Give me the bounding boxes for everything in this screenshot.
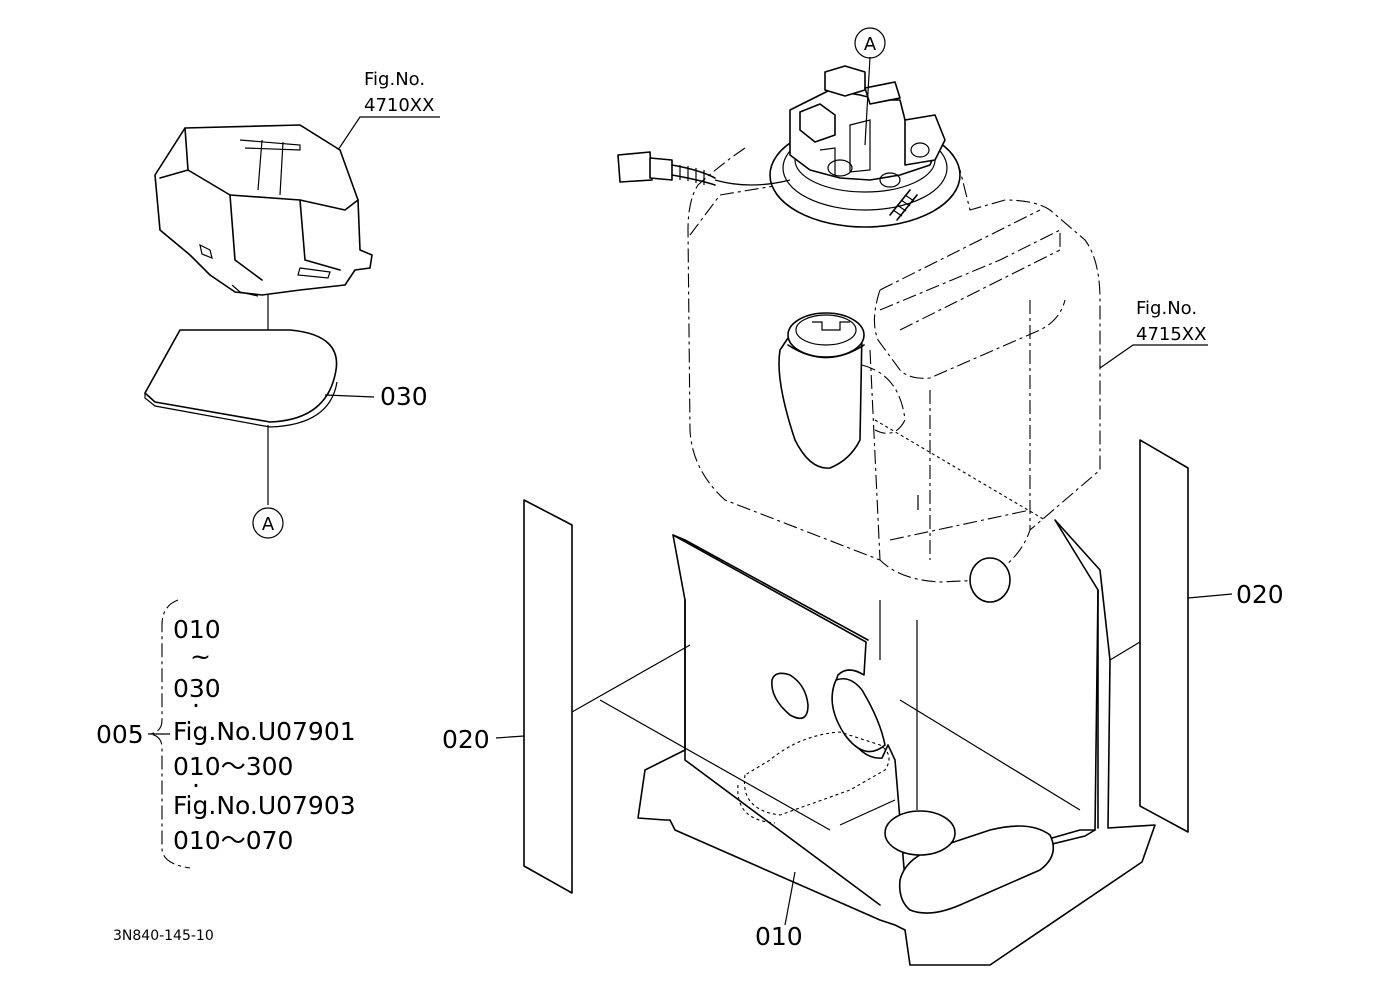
assembly-line-9: 010～070 — [173, 826, 293, 855]
leader-020-right — [1187, 593, 1233, 599]
assembly-line-6: 010～300 — [173, 752, 293, 781]
pad-020-right — [1139, 439, 1189, 833]
ref-a-left-label: A — [262, 514, 275, 535]
label-020-left: 020 — [442, 725, 490, 754]
cover-part — [154, 124, 373, 297]
tank-part — [617, 56, 1101, 603]
assembly-bracket: 005 010 ~ 030 · Fig.No.U07901 010～300 · … — [96, 599, 356, 869]
fig-ref-4710-line2: 4710XX — [364, 95, 434, 116]
leader-020-left — [495, 735, 525, 739]
assembly-line-3: 030 — [173, 674, 221, 703]
insulator-010 — [599, 519, 1161, 966]
ref-a-top-label: A — [864, 34, 877, 55]
assembly-number: 005 — [96, 720, 144, 749]
label-010: 010 — [755, 922, 803, 951]
assembly-line-8: Fig.No.U07903 — [173, 791, 356, 820]
assembly-line-7: · — [192, 771, 200, 800]
leader-010 — [784, 871, 796, 926]
drawing-code: 3N840-145-10 — [113, 928, 214, 944]
fig-ref-4715-line2: 4715XX — [1136, 324, 1206, 345]
pad-020-left — [523, 499, 691, 894]
assembly-line-4: · — [192, 691, 200, 720]
fig-ref-4710-line1: Fig.No. — [364, 69, 425, 90]
fig-ref-4715-line1: Fig.No. — [1136, 298, 1197, 319]
label-030: 030 — [380, 382, 428, 411]
leader-030 — [324, 394, 375, 398]
ref-a-top: A — [854, 27, 886, 59]
fig-ref-4710: Fig.No. 4710XX — [337, 69, 440, 151]
assembly-line-5: Fig.No.U07901 — [173, 717, 356, 746]
label-020-right: 020 — [1236, 580, 1284, 609]
gasket-030 — [144, 329, 338, 428]
ref-a-left: A — [252, 507, 284, 539]
assembly-line-1: 010 — [173, 615, 221, 644]
fig-ref-4715: Fig.No. 4715XX — [1099, 298, 1208, 369]
assembly-line-2: ~ — [190, 642, 211, 671]
